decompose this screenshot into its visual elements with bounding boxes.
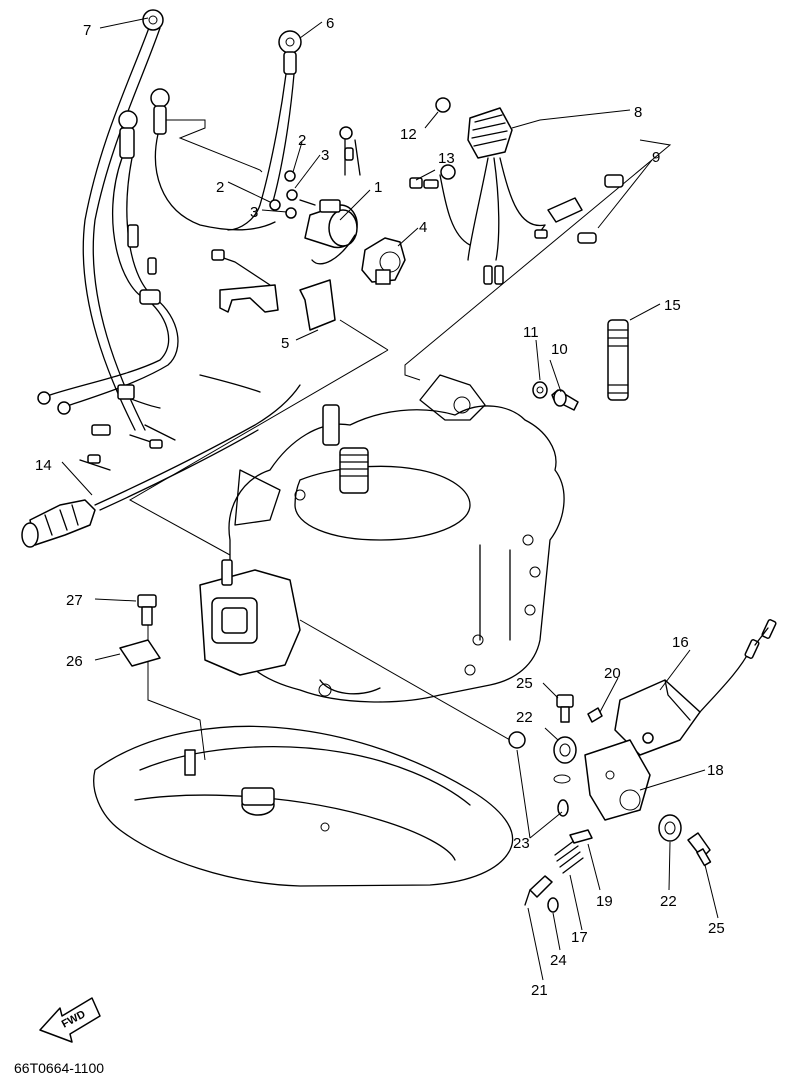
callout-11: 11 xyxy=(523,324,539,341)
callout-23: 23 xyxy=(513,835,530,852)
callout-4: 4 xyxy=(419,219,427,236)
callout-2-upper: 2 xyxy=(298,132,306,149)
callout-6: 6 xyxy=(326,15,334,32)
thermoswitch-9 xyxy=(534,174,624,244)
callout-21: 21 xyxy=(531,982,548,999)
bracket-5 xyxy=(211,249,336,331)
bolts-25 xyxy=(556,694,712,867)
callout-25-upper: 25 xyxy=(516,675,533,692)
callout-7: 7 xyxy=(83,22,91,39)
ignition-coil-16 xyxy=(614,619,777,756)
collars-23 xyxy=(508,731,571,817)
engine-block xyxy=(199,374,565,703)
plunger-21-clip-24 xyxy=(524,875,559,913)
lower-cowling-outline xyxy=(93,725,514,887)
rectifier-4 xyxy=(361,237,406,285)
callout-22-upper: 22 xyxy=(516,709,533,726)
bracket-18 xyxy=(584,739,651,821)
callout-labels: 7 6 1 2 3 2 3 4 5 8 9 12 13 11 10 15 14 … xyxy=(35,15,725,999)
reference-frame-lines xyxy=(128,119,672,761)
drawing-code: 66T0664-1100 xyxy=(14,1060,104,1076)
callout-26: 26 xyxy=(66,653,83,670)
spring-17-pin-19 xyxy=(554,707,603,874)
callout-25-lower: 25 xyxy=(708,920,725,937)
callout-27: 27 xyxy=(66,592,83,609)
callout-8: 8 xyxy=(634,104,642,121)
callout-15: 15 xyxy=(664,297,681,314)
starter-relay-1 xyxy=(269,126,361,265)
bolt-10-washer-11 xyxy=(532,381,579,411)
callout-16: 16 xyxy=(672,634,689,651)
callout-18: 18 xyxy=(707,762,724,779)
callout-20: 20 xyxy=(604,665,621,682)
callout-1: 1 xyxy=(374,179,382,196)
callout-3-lower: 3 xyxy=(250,204,258,221)
leader-lines xyxy=(61,17,719,981)
ground-cables xyxy=(37,88,276,415)
callout-2-lower: 2 xyxy=(216,179,224,196)
callout-3-upper: 3 xyxy=(321,147,329,164)
callout-12: 12 xyxy=(400,126,417,143)
callout-5: 5 xyxy=(281,335,289,352)
stud-15 xyxy=(607,319,629,401)
grommets-22 xyxy=(553,736,682,842)
fwd-direction-arrow: FWD xyxy=(39,997,101,1043)
bolt-27-clamp-26 xyxy=(119,594,161,667)
callout-19: 19 xyxy=(596,893,613,910)
battery-cable-7 xyxy=(82,9,164,431)
callout-13: 13 xyxy=(438,150,455,167)
callout-14: 14 xyxy=(35,457,52,474)
battery-cable-6 xyxy=(227,30,302,231)
callout-22-lower: 22 xyxy=(660,893,677,910)
callout-17: 17 xyxy=(571,929,588,946)
callout-24: 24 xyxy=(550,952,567,969)
callout-10: 10 xyxy=(551,341,568,358)
callout-9: 9 xyxy=(652,149,660,166)
rectifier-regulator-8 xyxy=(409,97,546,285)
wiring-harness-14 xyxy=(21,374,301,548)
